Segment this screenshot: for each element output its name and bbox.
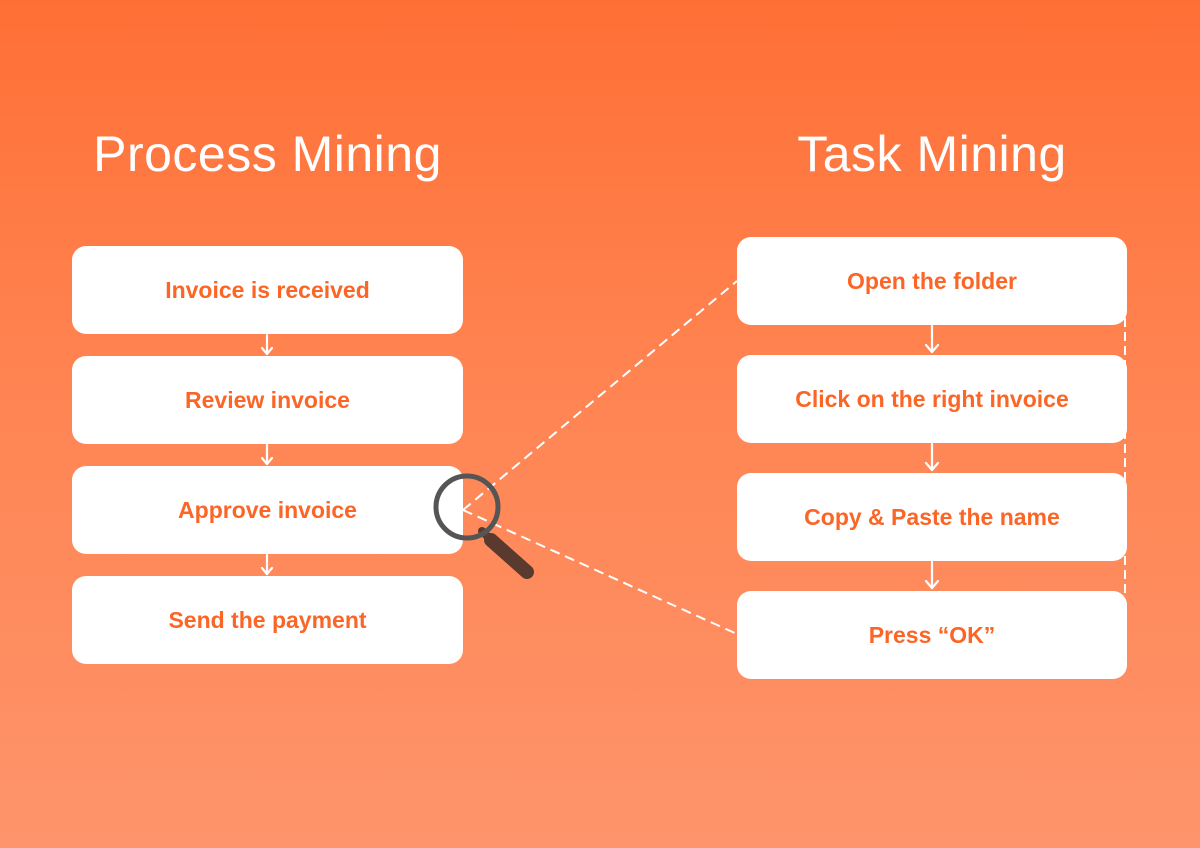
process-step-label: Review invoice (185, 386, 350, 413)
task-step-click-invoice: Click on the right invoice (737, 355, 1127, 443)
task-step-label: Click on the right invoice (795, 385, 1069, 412)
process-step-invoice-received: Invoice is received (72, 246, 463, 334)
task-step-copy-paste-name: Copy & Paste the name (737, 473, 1127, 561)
process-step-label: Invoice is received (165, 276, 370, 303)
process-step-review-invoice: Review invoice (72, 356, 463, 444)
arrow-down-icon (260, 333, 274, 356)
task-step-label: Open the folder (847, 267, 1017, 294)
task-mining-title: Task Mining (797, 126, 1067, 182)
task-step-label: Copy & Paste the name (804, 503, 1060, 530)
process-step-send-payment: Send the payment (72, 576, 463, 664)
arrow-down-icon (924, 324, 940, 354)
arrow-down-icon (260, 553, 274, 576)
arrow-down-icon (260, 443, 274, 466)
task-step-press-ok: Press “OK” (737, 591, 1127, 679)
arrow-down-icon (924, 442, 940, 472)
task-step-open-folder: Open the folder (737, 237, 1127, 325)
task-step-label: Press “OK” (868, 621, 996, 648)
zoom-projection-line-bottom (462, 509, 738, 635)
process-mining-title: Process Mining (93, 126, 442, 182)
process-step-approve-invoice: Approve invoice (72, 466, 463, 554)
process-step-label: Send the payment (168, 606, 367, 633)
zoom-projection-line-top (462, 280, 738, 511)
arrow-down-icon (924, 560, 940, 590)
process-step-label: Approve invoice (178, 496, 357, 523)
